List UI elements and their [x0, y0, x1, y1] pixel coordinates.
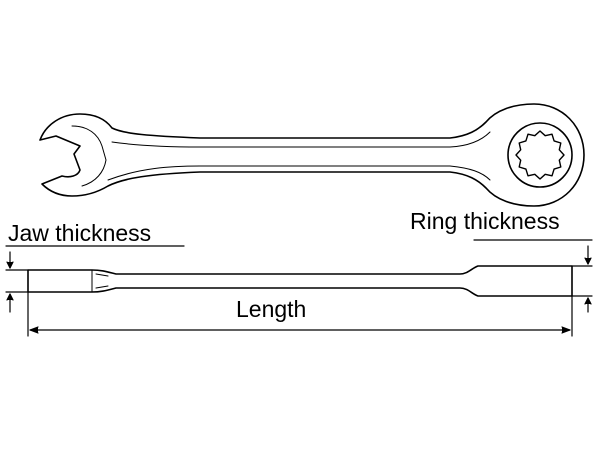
side-view-outline — [27, 265, 573, 297]
handle-bevel-line-lower — [107, 165, 491, 181]
ring-arrowhead-top — [584, 257, 592, 265]
side-view-jaw-detail — [95, 273, 109, 289]
dimension-lines — [5, 239, 593, 337]
handle-bevel-line — [111, 131, 491, 148]
length-label: Length — [236, 296, 307, 322]
jaw-arrowhead-top — [6, 261, 14, 269]
jaw-thickness-label: Jaw thickness — [8, 220, 152, 246]
ring-thickness-label: Ring thickness — [410, 208, 560, 234]
wrench-outline — [39, 103, 585, 207]
ring-head-circle — [507, 122, 573, 188]
ring-12-point-opening — [515, 130, 565, 180]
jaw-inner-contour — [71, 125, 107, 187]
ring-arrowhead-bottom — [584, 297, 592, 305]
wrench-top-view — [39, 103, 585, 207]
wrench-side-view — [27, 265, 573, 297]
jaw-arrowhead-bottom — [6, 293, 14, 301]
length-arrowhead-right — [561, 326, 571, 334]
length-arrowhead-left — [29, 326, 39, 334]
